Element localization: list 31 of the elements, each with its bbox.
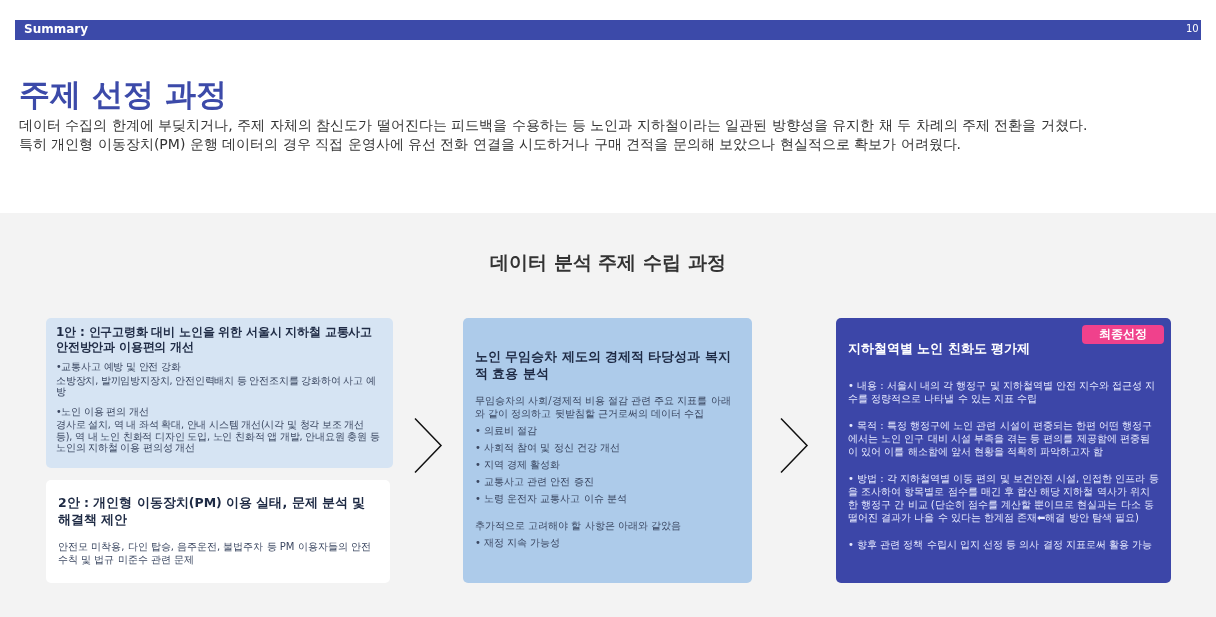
page-number: 10 (1186, 23, 1199, 34)
card-text: • 내용 : 서울시 내의 각 행정구 및 지하철역별 안전 지수와 접근성 지수를 정량적으로 나타낼 수 있는 지표 수립 (848, 379, 1157, 405)
section-tag: Summary (24, 22, 89, 36)
card-text: 소방장치, 발끼임방지장치, 안전인력배치 등 안전조치를 강화하여 사고 예방 (56, 374, 377, 398)
plan-card (46, 318, 393, 468)
card-text: •노인 이용 편의 개선 (56, 405, 150, 417)
final-topic-card (836, 318, 1171, 583)
card-text: 추가적으로 고려해야 할 사항은 아래와 같았음 (475, 519, 682, 532)
intro-text: 데이터 수집의 한계에 부딪치거나, 주제 자체의 참신도가 떨어진다는 피드백을 수용하는 등 노인과 지하철이라는 일관된 방향성을 유지한 채 두 차례의 주제 전환을 거쳤다. (19, 117, 1088, 135)
section-heading: 데이터 분석 주제 수립 과정 (489, 250, 727, 275)
card-text: •교통사고 예방 및 안전 강화 (56, 361, 182, 373)
card-text: • 의료비 절감 (475, 424, 539, 437)
card-text: • 목적 : 특정 행정구에 노인 관련 시설이 편중되는 한편 어떤 행정구에서는 노인 인구 대비 시설 부족을 겪는 등 편의를 제공함에 편중됨이 있어 이를 해소함에 앞서 현황을 적확히 파악하고자 함 (848, 419, 1154, 458)
topic-card (463, 318, 752, 583)
card-heading: 지하철역별 노인 친화도 평가제 (848, 340, 1032, 357)
card-heading: 2안 : 개인형 이동장치(PM) 이용 실태, 문제 분석 및 해결책 제안 (58, 493, 367, 528)
card-text: 경사로 설치, 역 내 좌석 확대, 안내 시스템 개선(시각 및 청각 보조 개선 등), 역 내 노인 친화적 디자인 도입, 노인 친화적 앱 개발, 안내요원 충원 등 노인의 지하철 이용 편의성 개선 (56, 419, 381, 454)
card-text: • 사회적 참여 및 정신 건강 개선 (475, 441, 621, 454)
card-text: • 향후 관련 정책 수립시 입지 선정 등 의사 결정 지표로써 활용 가능 (848, 538, 1154, 551)
card-text: • 지역 경제 활성화 (475, 458, 562, 471)
intro-text: 특히 개인형 이동장치(PM) 운행 데이터의 경우 직접 운영사에 유선 전화 연결을 시도하거나 구매 견적을 문의해 보았으나 현실적으로 확보가 어려웠다. (19, 136, 961, 154)
card-text: • 노령 운전자 교통사고 이슈 분석 (475, 492, 628, 505)
card-text: • 재정 지속 가능성 (475, 536, 562, 549)
card-text: 무임승차의 사회/경제적 비용 절감 관련 주요 지표를 아래와 같이 정의하고 뒷받침할 근거로써의 데이터 수집 (475, 394, 732, 420)
card-heading: 노인 무임승차 제도의 경제적 타당성과 복지적 효용 분석 (475, 348, 732, 382)
card-text: • 방법 : 각 지하철역별 이동 편의 및 보건안전 시설, 인접한 인프라 등을 조사하여 항목별로 점수를 매긴 후 합산 해당 지하철 역사가 위치한 행정구 간 비교 (단순히 점수를 계산할 뿐이므로 현실과는 다소 동떨어진 결과가 나올 수 있다는 한계점 존재⬅해결 방안 탐색 필요) (848, 472, 1159, 524)
selected-badge: 최종선정 (1082, 325, 1164, 344)
card-text: • 교통사고 관련 안전 증진 (475, 475, 595, 488)
card-heading: 1안 : 인구고령화 대비 노인을 위한 서울시 지하철 교통사고 안전방안과 이용편의 개선 (56, 325, 373, 355)
page-title: 주제 선정 과정 (19, 75, 227, 114)
card-text: 안전모 미착용, 다인 탑승, 음주운전, 불법주차 등 PM 이용자들의 안전수칙 및 법규 미준수 관련 문제 (58, 539, 372, 566)
